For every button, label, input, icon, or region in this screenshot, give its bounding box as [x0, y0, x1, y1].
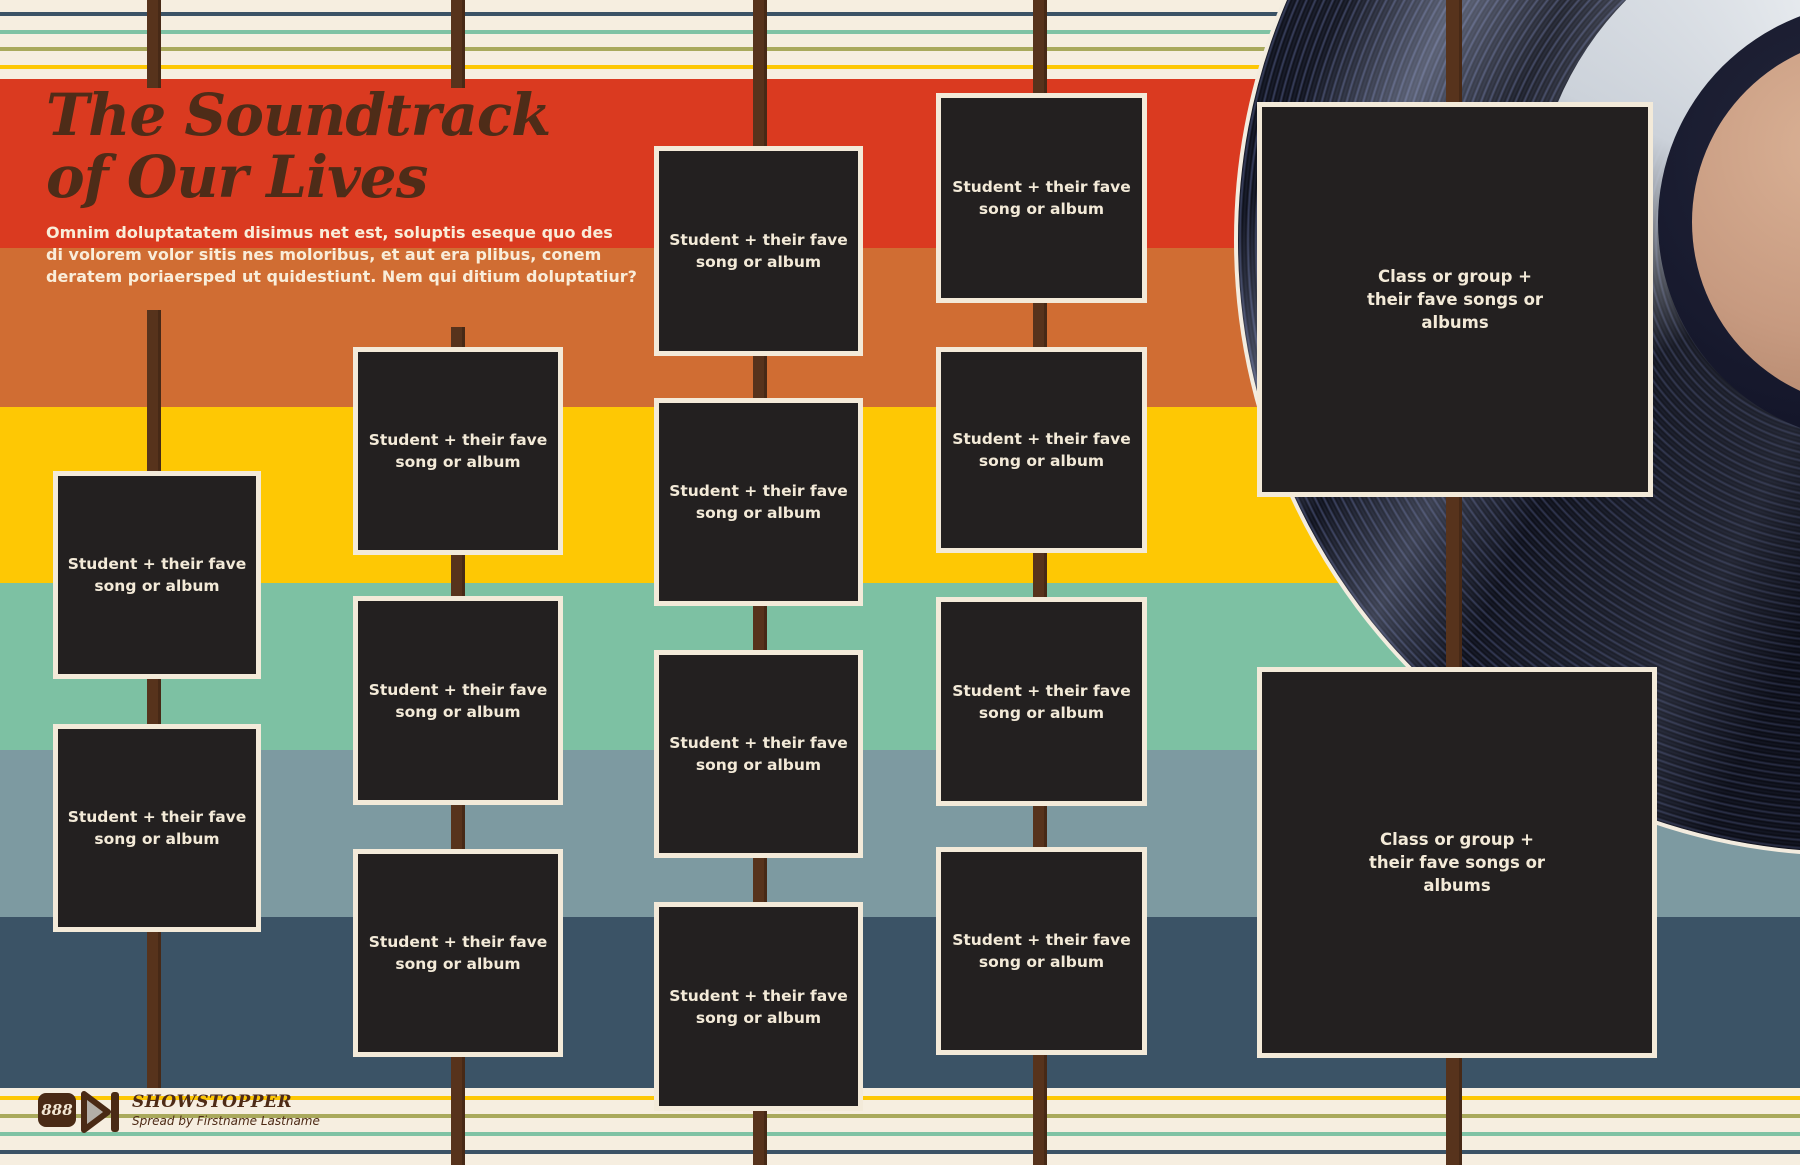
student-photo-placeholder[interactable]: Student + their fave song or album [654, 146, 863, 356]
class-photo-placeholder[interactable]: Class or group + their fave songs or album… [1257, 667, 1657, 1058]
page-title: The Soundtrack of Our Lives [46, 84, 637, 208]
pinstripe-top [0, 65, 1800, 69]
placeholder-label-line: Student + their fave [952, 430, 1131, 448]
placeholder-label-line: song or album [978, 200, 1105, 218]
student-photo-placeholder[interactable]: Student + their fave song or album [936, 597, 1147, 806]
placeholder-label-line: Student + their fave [952, 681, 1131, 700]
student-photo-placeholder[interactable]: Student + their fave song or album [654, 398, 863, 606]
placeholder-label-line: Student + their fave [669, 231, 848, 249]
placeholder-label-line: song or album [94, 577, 220, 595]
placeholder-label-line: song or album [395, 453, 521, 471]
intro-line-3: deratem poriaersped ut quidestiunt. Nem … [46, 267, 637, 286]
pinstripe-bottom [0, 1150, 1800, 1154]
title-line-2: of Our Lives [46, 143, 428, 211]
student-photo-placeholder[interactable]: Student + their fave song or album [53, 471, 261, 679]
class-photo-placeholder[interactable]: Class or group + their fave songs or album… [1257, 102, 1653, 497]
placeholder-label-line: song or album [94, 830, 220, 848]
pinstripe-bottom [0, 1096, 1800, 1100]
next-track-icon [81, 1091, 119, 1133]
placeholder-label-line: Student + their fave [368, 431, 548, 449]
pinstripe-top [0, 30, 1800, 34]
title-line-1: The Soundtrack [46, 81, 551, 149]
student-photo-placeholder[interactable]: Student + their fave song or album [936, 347, 1147, 553]
placeholder-label-line: Student + their fave [368, 680, 548, 699]
student-photo-placeholder[interactable]: Student + their fave song or album [654, 902, 863, 1111]
student-photo-placeholder[interactable]: Student + their fave song or album [654, 650, 863, 858]
brand-name: SHOWSTOPPER [132, 1092, 293, 1112]
student-photo-placeholder[interactable]: Student + their fave song or album [353, 849, 563, 1057]
film-strip [147, 0, 161, 88]
student-photo-placeholder[interactable]: Student + their fave song or album [353, 347, 563, 555]
pinstripe-top [0, 12, 1800, 16]
placeholder-label-line: Class or group + [1378, 267, 1532, 286]
placeholder-label-line: their fave songs or [1366, 290, 1544, 309]
intro-line-2: di volorem volor sitis nes moloribus, et… [46, 245, 602, 264]
film-strip [147, 310, 161, 1088]
placeholder-label-line: song or album [695, 756, 822, 774]
placeholder-label-line: song or album [395, 702, 521, 721]
placeholder-label-line: Student + their fave [67, 808, 247, 826]
pinstripe-bottom [0, 1132, 1800, 1136]
placeholder-label-line: Student + their fave [669, 986, 848, 1005]
placeholder-label-line: song or album [978, 953, 1105, 971]
placeholder-label-line: albums [1423, 876, 1491, 895]
film-strip [451, 0, 465, 88]
placeholder-label-line: song or album [978, 452, 1105, 470]
brand-block: SHOWSTOPPER Spread by Firstname Lastname [132, 1092, 320, 1128]
pinstripe-top [0, 47, 1800, 51]
student-photo-placeholder[interactable]: Student + their fave song or album [53, 724, 261, 932]
footer: 888 SHOWSTOPPER Spread by Firstname Last… [38, 1088, 320, 1135]
placeholder-label-line: song or album [695, 1008, 822, 1027]
intro-paragraph: Omnim doluptatatem disimus net est, solu… [46, 222, 637, 288]
intro-line-1: Omnim doluptatatem disimus net est, solu… [46, 223, 613, 242]
student-photo-placeholder[interactable]: Student + their fave song or album [936, 847, 1147, 1055]
byline: Spread by Firstname Lastname [132, 1114, 320, 1128]
placeholder-label-line: Student + their fave [669, 734, 848, 752]
student-photo-placeholder[interactable]: Student + their fave song or album [936, 93, 1147, 303]
placeholder-label-line: albums [1421, 313, 1489, 332]
pinstripe-bottom [0, 1114, 1800, 1118]
placeholder-label-line: Student + their fave [67, 555, 247, 573]
badge-number: 888 [41, 1101, 73, 1119]
placeholder-label-line: Student + their fave [952, 931, 1131, 949]
placeholder-label-line: song or album [695, 253, 822, 271]
placeholder-label-line: their fave songs or [1368, 853, 1546, 872]
placeholder-label-line: song or album [695, 504, 822, 522]
placeholder-label-line: song or album [978, 703, 1105, 722]
placeholder-label-line: Student + their fave [952, 178, 1131, 196]
student-photo-placeholder[interactable]: Student + their fave song or album [353, 596, 563, 805]
placeholder-label-line: Class or group + [1380, 830, 1534, 849]
placeholder-label-line: song or album [395, 955, 521, 973]
header: The Soundtrack of Our Lives Omnim dolupt… [46, 84, 637, 288]
placeholder-label-line: Student + their fave [368, 933, 548, 951]
placeholder-label-line: Student + their fave [669, 482, 848, 500]
badge-888: 888 [38, 1093, 76, 1127]
